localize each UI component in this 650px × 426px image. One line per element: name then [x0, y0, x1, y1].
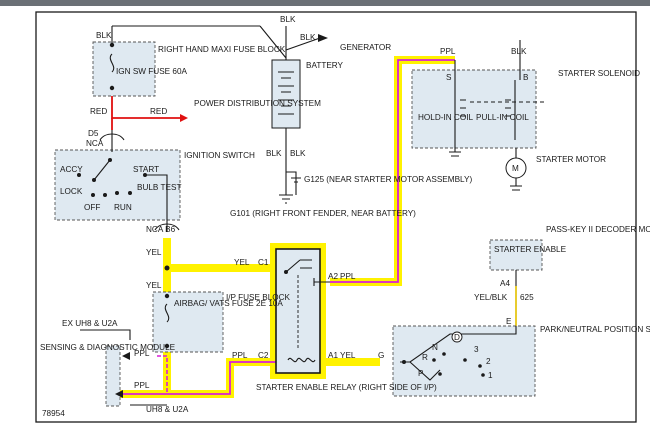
label-pos-n: N: [432, 343, 438, 352]
label-625: 625: [520, 293, 534, 302]
solenoid-ground: [449, 145, 461, 157]
label-bulb-test: BULB TEST: [137, 183, 181, 192]
label-starter-enable: STARTER ENABLE: [494, 245, 567, 254]
label-motor-m: M: [512, 164, 519, 173]
label-yel-blk: YEL/BLK: [474, 293, 508, 302]
connector-d5: [99, 133, 125, 141]
ip-fuse-block: [152, 291, 224, 353]
fuse-symbol: [109, 53, 115, 73]
battery-positive-cables: [259, 25, 321, 60]
label-blk-bat-right: BLK: [290, 149, 306, 158]
label-ppl-a2: PPL: [340, 272, 356, 281]
label-blk-bat-left: BLK: [266, 149, 282, 158]
window-top-bar: [0, 0, 650, 6]
label-passkey: PASS-KEY II DECODER MODULE (RIGHT SIDE O…: [546, 225, 650, 234]
label-pos-p: P: [418, 369, 424, 378]
red-wire: [111, 96, 188, 130]
label-ignition-switch: IGNITION SWITCH: [184, 151, 255, 160]
label-starter-relay: STARTER ENABLE RELAY (RIGHT SIDE OF I/P): [256, 383, 437, 392]
label-yel-upper: YEL: [146, 248, 162, 257]
label-run: RUN: [114, 203, 132, 212]
blk-top-wire: [111, 25, 260, 45]
label-pos-d: D: [454, 333, 460, 342]
label-hold-in: HOLD-IN COIL: [418, 113, 473, 122]
passkey-decoder-module: [489, 239, 543, 271]
label-yel-lower: YEL: [146, 281, 162, 290]
label-ppl-left1: PPL: [134, 349, 150, 358]
label-sensing-module: SENSING & DIAGNOSTIC MODULE: [40, 343, 176, 352]
label-c1: C1: [258, 258, 269, 267]
label-nca-b6: NCA B6: [146, 225, 176, 234]
label-ppl-solenoid: PPL: [440, 47, 456, 56]
label-ex-uh8: EX UH8 & U2A: [62, 319, 118, 328]
label-g: G: [378, 351, 384, 360]
label-c2: C2: [258, 351, 269, 360]
ground-g125: [291, 177, 301, 183]
label-g101: G101 (RIGHT FRONT FENDER, NEAR BATTERY): [230, 209, 416, 218]
label-e: E: [506, 317, 512, 326]
label-a2: A2: [328, 272, 338, 281]
label-fuse-block: RIGHT HAND MAXI FUSE BLOCK: [158, 45, 286, 54]
label-ppl-left2: PPL: [134, 381, 150, 390]
label-battery: BATTERY: [306, 61, 344, 70]
label-nca-top: NCA: [86, 139, 104, 148]
label-start: START: [133, 165, 159, 174]
label-ppl-c2: PPL: [232, 351, 248, 360]
relay-coil: [287, 357, 316, 363]
airbag-fuse-symbol: [164, 303, 170, 323]
label-lock: LOCK: [60, 187, 83, 196]
pull-in-coil: [505, 80, 516, 140]
label-starter-solenoid: STARTER SOLENOID: [558, 69, 640, 78]
label-generator: GENERATOR: [340, 43, 391, 52]
label-accy: ACCY: [60, 165, 83, 174]
label-solenoid-b: B: [523, 73, 529, 82]
label-pull-in: PULL-IN COIL: [476, 113, 529, 122]
label-blk-solenoid: BLK: [511, 47, 527, 56]
label-blk-generator: BLK: [300, 33, 316, 42]
label-blk-fuse: BLK: [96, 31, 112, 40]
relay-contact: [285, 259, 312, 273]
label-a4: A4: [500, 279, 510, 288]
label-uh8-bottom: UH8 & U2A: [146, 405, 189, 414]
pn-switch-arm: [400, 326, 517, 381]
label-yel-a1: YEL: [340, 351, 356, 360]
label-airbag-fuse: AIRBAG/ VATS FUSE 2E 10A: [174, 299, 283, 308]
label-pos-2: 2: [486, 357, 491, 366]
label-red-top: RED: [90, 107, 107, 116]
label-blk-battery: BLK: [280, 15, 296, 24]
label-pn-switch: PARK/NEUTRAL POSITION SWITCH (LEFT SIDE …: [540, 325, 650, 334]
label-ign-fuse: IGN SW FUSE 60A: [116, 67, 188, 76]
label-solenoid-s: S: [446, 73, 452, 82]
ignition-switch-arm: [93, 159, 111, 181]
label-ip-fuse-block: I/P FUSE BLOCK: [226, 293, 291, 302]
label-pos-r: R: [422, 353, 428, 362]
label-pos-1: 1: [488, 371, 493, 380]
label-diagram-id: 78954: [42, 409, 65, 418]
connector-b6: [154, 223, 180, 231]
label-power-distribution: POWER DISTRIBUTION SYSTEM: [194, 99, 321, 108]
label-yel-c1: YEL: [234, 258, 250, 267]
label-a1: A1: [328, 351, 338, 360]
ignition-switch-box: [54, 149, 181, 221]
label-g125: G125 (NEAR STARTER MOTOR ASSEMBLY): [304, 175, 472, 184]
label-starter-motor: STARTER MOTOR: [536, 155, 606, 164]
hold-in-coil: [454, 80, 466, 145]
ppl-wire-overlay: [115, 59, 455, 395]
label-red-mid: RED: [150, 107, 167, 116]
sensing-diagnostic-module: [105, 345, 121, 407]
label-fuse-block-text: RIGHT HAND MAXI FUSE BLOCK: [158, 45, 286, 54]
ground-g101: [279, 194, 293, 204]
maxi-fuse-block: [92, 41, 156, 97]
label-off: OFF: [84, 203, 100, 212]
label-d5: D5: [88, 129, 99, 138]
label-pos-3: 3: [474, 345, 479, 354]
